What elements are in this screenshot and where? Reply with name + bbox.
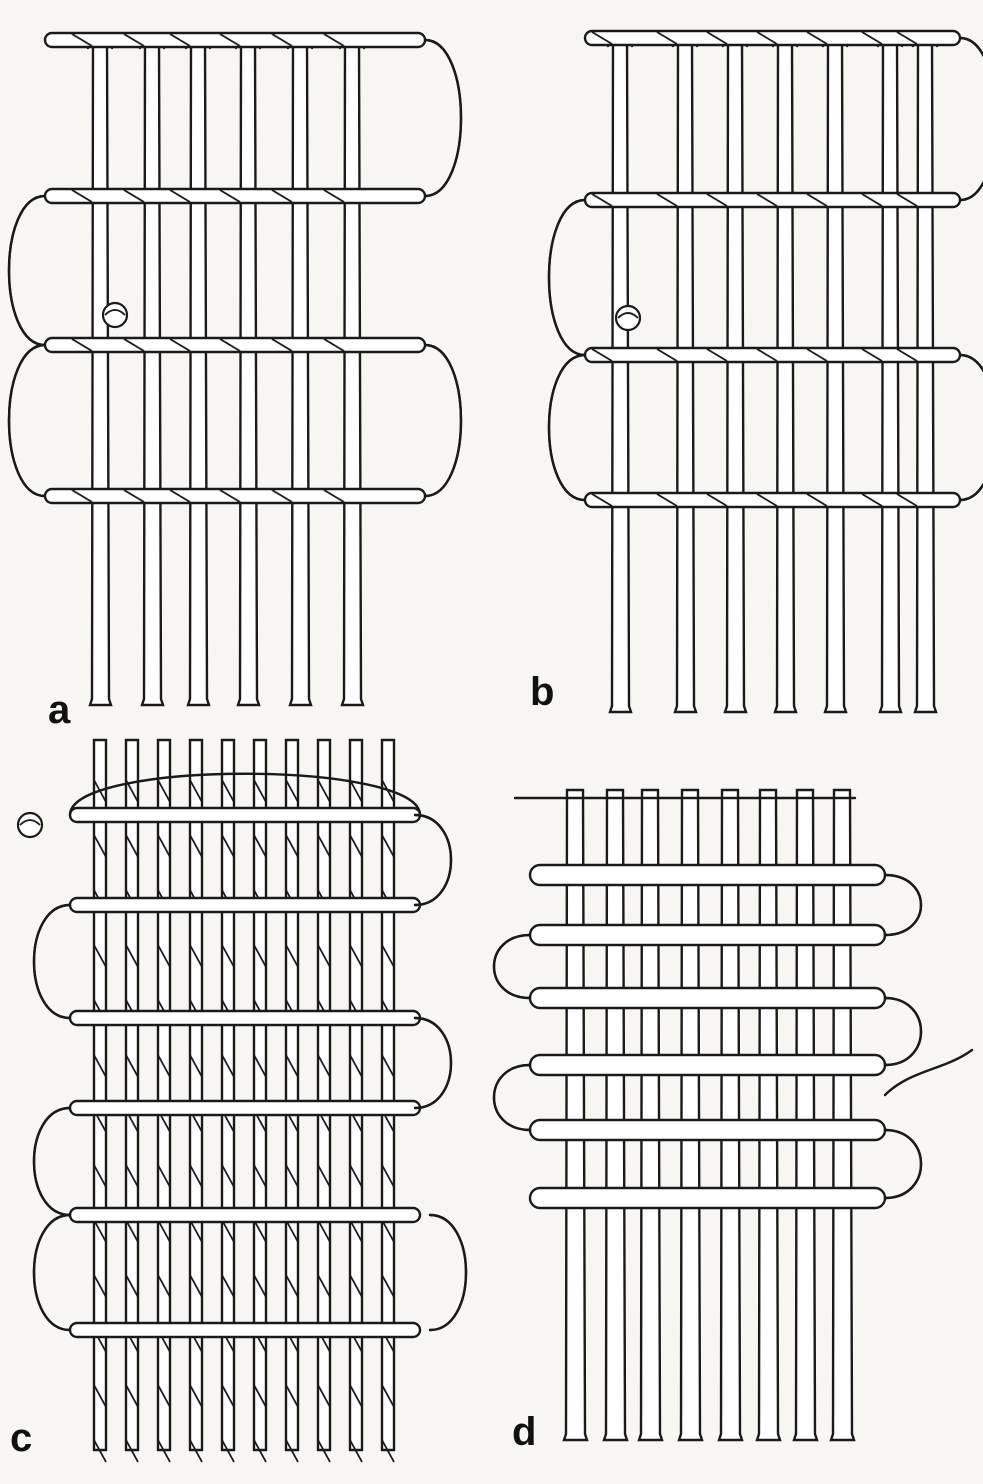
panel-c-turn bbox=[34, 905, 70, 1018]
panel-d-weft-row bbox=[530, 865, 885, 885]
panel-b-warp-strip bbox=[610, 38, 631, 712]
panel-a-warp-strip bbox=[342, 40, 363, 705]
panel-d-turn-fill bbox=[885, 998, 921, 1065]
panel-b-warp-strip bbox=[725, 38, 746, 712]
panel-a-weft-row bbox=[45, 489, 425, 503]
panel-d-warp-strip bbox=[604, 790, 627, 1440]
panel-d-warp-strip bbox=[794, 790, 817, 1440]
panel-d-turn-fill bbox=[885, 875, 921, 935]
panel-c-turn bbox=[34, 1215, 70, 1330]
panel-c-knot bbox=[18, 813, 42, 837]
panel-c-turn-fill bbox=[430, 1215, 466, 1330]
panel-d-warp-strip bbox=[719, 790, 742, 1440]
panel-b-weft-row bbox=[585, 348, 960, 362]
panel-d-turn bbox=[494, 1065, 530, 1130]
panel-label-a: a bbox=[48, 690, 70, 730]
panel-a-turn bbox=[9, 345, 45, 496]
panel-c-weft-row bbox=[70, 808, 420, 822]
panel-b-weft-row bbox=[585, 493, 960, 507]
panel-a-warp-strip bbox=[188, 40, 209, 705]
panel-b-warp-strip bbox=[825, 38, 846, 712]
panel-d-turn bbox=[885, 998, 921, 1065]
panel-c-turn-fill bbox=[415, 1018, 451, 1108]
panel-d-warp-strip bbox=[679, 790, 702, 1440]
panel-c-weft-row bbox=[70, 1323, 420, 1337]
panel-a-turn-fill bbox=[425, 40, 461, 196]
panel-b-turn-fill bbox=[960, 355, 983, 500]
panel-c-turn bbox=[415, 1018, 451, 1108]
panel-a-turn bbox=[425, 345, 461, 496]
panel-a bbox=[9, 33, 461, 705]
panel-b-weft-row bbox=[585, 31, 960, 45]
panel-a-turn bbox=[425, 40, 461, 196]
panel-d-weft-row bbox=[530, 1188, 885, 1208]
panel-c-turn-fill bbox=[415, 815, 451, 905]
panel-c bbox=[18, 740, 466, 1462]
panel-d-weft-row bbox=[530, 925, 885, 945]
panel-a-warp-strip bbox=[290, 40, 311, 705]
panel-b-turn bbox=[960, 38, 983, 200]
panel-c-turn bbox=[430, 1215, 466, 1330]
panel-a-weft-row bbox=[45, 189, 425, 203]
panel-c-turn-fill bbox=[34, 1108, 70, 1215]
panel-c-weft-row bbox=[70, 898, 420, 912]
panel-b-turn bbox=[960, 355, 983, 500]
panel-b-turn bbox=[549, 200, 585, 355]
panel-c-turn-fill bbox=[34, 1215, 70, 1330]
panel-b-warp-strip bbox=[675, 38, 696, 712]
panel-b-weft-row bbox=[585, 193, 960, 207]
panel-a-turn bbox=[9, 196, 45, 345]
panel-a-warp-strip bbox=[238, 40, 259, 705]
panel-d-turn bbox=[885, 875, 921, 935]
panel-d-warp-strip bbox=[757, 790, 780, 1440]
panel-d-turn bbox=[494, 935, 530, 998]
panel-d-turn-fill bbox=[494, 935, 530, 998]
panel-d-turn bbox=[885, 1130, 921, 1198]
panel-b-knot bbox=[616, 306, 640, 330]
panel-b-turn-fill bbox=[549, 355, 585, 500]
panel-a-weft-row bbox=[45, 33, 425, 47]
panel-d-turn-fill bbox=[885, 1130, 921, 1198]
panel-c-weft-row bbox=[70, 1011, 420, 1025]
panel-label-c: c bbox=[10, 1418, 32, 1458]
panel-a-knot bbox=[103, 303, 127, 327]
panel-b bbox=[549, 31, 983, 712]
panel-c-turn-fill bbox=[34, 905, 70, 1018]
panel-d-turn-fill bbox=[494, 1065, 530, 1130]
panel-d bbox=[494, 790, 972, 1440]
panel-a-warp-strip bbox=[90, 40, 111, 705]
panel-b-turn-fill bbox=[960, 38, 983, 200]
panel-d-weft-tail bbox=[885, 1050, 972, 1095]
panel-d-warp-strip bbox=[564, 790, 587, 1440]
panel-b-warp-strip bbox=[915, 38, 936, 712]
panel-c-weft-row bbox=[70, 1208, 420, 1222]
panel-c-turn bbox=[415, 815, 451, 905]
panel-d-weft-row bbox=[530, 1120, 885, 1140]
panel-a-turn-fill bbox=[425, 345, 461, 496]
panel-label-b: b bbox=[530, 672, 554, 712]
panel-a-turn-fill bbox=[9, 196, 45, 345]
panel-d-warp-strip bbox=[639, 790, 662, 1440]
panel-d-weft-row bbox=[530, 988, 885, 1008]
panel-b-turn bbox=[549, 355, 585, 500]
panel-d-warp-strip bbox=[831, 790, 854, 1440]
panel-label-d: d bbox=[512, 1412, 536, 1452]
panel-c-turn bbox=[34, 1108, 70, 1215]
panel-b-warp-strip bbox=[775, 38, 796, 712]
panel-b-turn-fill bbox=[549, 200, 585, 355]
panel-a-warp-strip bbox=[142, 40, 163, 705]
panel-c-weft-row bbox=[70, 1101, 420, 1115]
panel-a-turn-fill bbox=[9, 345, 45, 496]
panel-d-weft-row bbox=[530, 1055, 885, 1075]
panel-b-warp-strip bbox=[880, 38, 901, 712]
panel-a-weft-row bbox=[45, 338, 425, 352]
